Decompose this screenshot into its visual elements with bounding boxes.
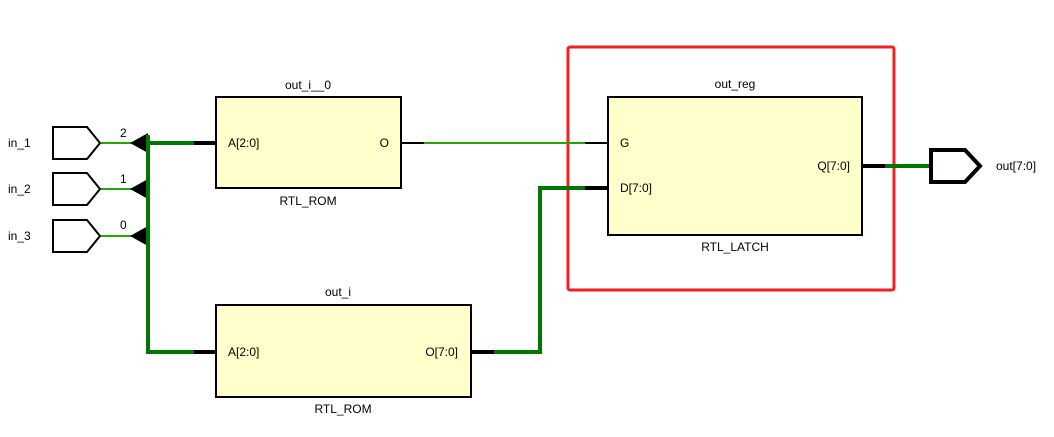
net-address-bus[interactable] <box>146 135 196 354</box>
input-port-in-2[interactable]: in_2 <box>8 172 102 206</box>
cell-instance-name: out_i__0 <box>285 78 331 92</box>
pin-label: Q[7:0] <box>817 159 850 173</box>
bus-ripper-arrow-icon <box>130 133 148 153</box>
output-port-out[interactable]: out[7:0] <box>929 148 1036 184</box>
cell-instance-name: out_reg <box>715 77 756 91</box>
input-port-icon <box>52 172 102 206</box>
bit-index-label: 0 <box>120 218 127 232</box>
input-port-label: in_3 <box>8 229 31 243</box>
pin-label: G <box>620 136 629 150</box>
bus-ripper-arrow-icon <box>130 179 148 199</box>
cell-out-i-0[interactable]: out_i__0 A[2:0] O RTL_ROM <box>194 78 424 208</box>
input-port-label: in_1 <box>8 136 31 150</box>
cell-type: RTL_ROM <box>279 194 336 208</box>
cell-body <box>215 96 402 189</box>
bus-ripper-arrow-icon <box>130 226 148 246</box>
input-port-in-3[interactable]: in_3 <box>8 219 102 253</box>
cell-out-i[interactable]: out_i A[2:0] O[7:0] RTL_ROM <box>194 285 494 416</box>
input-port-label: in_2 <box>8 182 31 196</box>
pin-label: D[7:0] <box>620 181 652 195</box>
pin-label: A[2:0] <box>228 345 259 359</box>
cell-body <box>215 304 472 398</box>
pin-label: A[2:0] <box>228 136 259 150</box>
cell-instance-name: out_i <box>325 285 351 299</box>
cell-type: RTL_ROM <box>314 402 371 416</box>
pin-label: O[7:0] <box>425 345 458 359</box>
cell-type: RTL_LATCH <box>701 240 769 254</box>
input-port-icon <box>52 126 102 160</box>
input-port-icon <box>52 219 102 253</box>
bit-index-label: 2 <box>120 126 127 140</box>
output-port-icon <box>929 148 983 184</box>
bit-index-label: 1 <box>120 172 127 186</box>
cell-out-reg[interactable]: out_reg G D[7:0] Q[7:0] RTL_LATCH <box>585 77 885 254</box>
pin-label: O <box>380 136 389 150</box>
input-port-in-1[interactable]: in_1 <box>8 126 102 160</box>
output-port-label: out[7:0] <box>996 159 1036 173</box>
net-data-bus[interactable] <box>494 186 585 354</box>
selection-highlight <box>566 45 896 292</box>
